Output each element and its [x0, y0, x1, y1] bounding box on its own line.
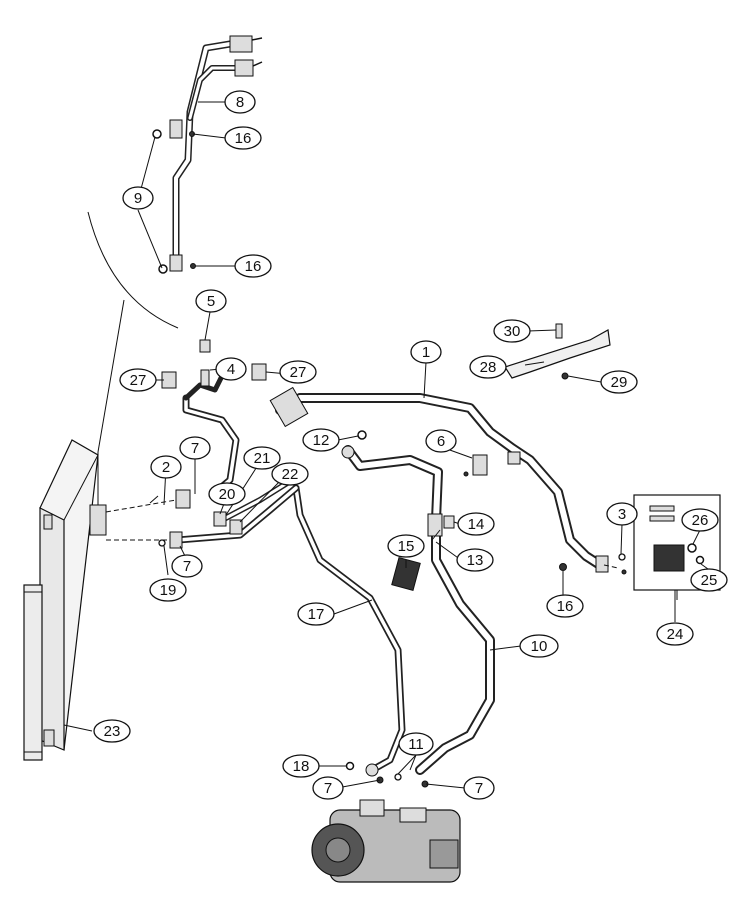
upper-line-assembly: [97, 35, 263, 505]
callout-7b: 7: [171, 554, 203, 578]
callout-13: 13: [456, 548, 494, 572]
svg-text:6: 6: [437, 433, 445, 450]
callout-16c: 16: [546, 594, 584, 618]
callout-27a: 27: [119, 368, 157, 392]
callout-15: 15: [387, 534, 425, 558]
svg-text:16: 16: [235, 130, 252, 147]
callout-9: 9: [122, 186, 154, 210]
svg-text:13: 13: [467, 552, 484, 569]
svg-text:3: 3: [618, 506, 626, 523]
nut-14: [443, 515, 455, 529]
svg-text:16: 16: [245, 258, 262, 275]
svg-text:30: 30: [504, 323, 521, 340]
cap-27b: [251, 363, 267, 381]
callout-7a: 7: [179, 436, 211, 460]
callout-21: 21: [243, 446, 281, 470]
callout-2: 2: [150, 455, 182, 479]
svg-text:26: 26: [692, 512, 709, 529]
callout-5: 5: [195, 289, 227, 313]
bracket-6: [472, 454, 488, 476]
callout-19: 19: [149, 578, 187, 602]
svg-text:22: 22: [282, 466, 299, 483]
svg-text:5: 5: [207, 293, 215, 310]
svg-text:7: 7: [183, 558, 191, 575]
callout-14: 14: [457, 512, 495, 536]
callout-30: 30: [493, 319, 531, 343]
svg-text:7: 7: [475, 780, 483, 797]
svg-text:2: 2: [162, 459, 170, 476]
svg-text:24: 24: [667, 626, 684, 643]
callout-26: 26: [681, 508, 719, 532]
svg-text:18: 18: [293, 758, 310, 775]
detail-separator-arc: [87, 211, 179, 329]
ac-compressor: [311, 799, 461, 883]
svg-text:4: 4: [227, 361, 235, 378]
svg-text:1: 1: [422, 344, 430, 361]
callouts: 1 2 3 4 5 6 7 7 7 7 8 9 10 11 12 13 14 1…: [93, 90, 728, 800]
callout-8: 8: [224, 90, 256, 114]
callout-17: 17: [297, 602, 335, 626]
leader-lines: [63, 101, 709, 789]
oring-12: [357, 430, 367, 440]
callout-6: 6: [425, 429, 457, 453]
svg-text:14: 14: [468, 516, 485, 533]
callout-29: 29: [600, 370, 638, 394]
callout-22: 22: [271, 462, 309, 486]
svg-text:27: 27: [130, 372, 147, 389]
svg-text:17: 17: [308, 606, 325, 623]
callout-10: 10: [519, 634, 559, 658]
svg-text:16: 16: [557, 598, 574, 615]
callout-12: 12: [302, 428, 340, 452]
hose-1: [269, 386, 609, 573]
svg-text:7: 7: [191, 440, 199, 457]
callout-3: 3: [606, 502, 638, 526]
callout-23: 23: [93, 719, 131, 743]
nut-16c: [559, 563, 567, 571]
svg-text:15: 15: [398, 538, 415, 555]
bracket-28: [504, 323, 611, 380]
callout-20: 20: [208, 482, 246, 506]
callout-7d: 7: [463, 776, 495, 800]
hose-17: [292, 484, 406, 777]
callout-7c: 7: [312, 776, 344, 800]
svg-text:29: 29: [611, 374, 628, 391]
svg-text:7: 7: [324, 780, 332, 797]
callout-16a: 16: [224, 126, 262, 150]
svg-text:19: 19: [160, 582, 177, 599]
callout-16b: 16: [234, 254, 272, 278]
svg-text:9: 9: [134, 190, 142, 207]
svg-text:8: 8: [236, 94, 244, 111]
small-parts: [158, 339, 627, 788]
svg-text:25: 25: [701, 572, 718, 589]
bolt-30: [555, 323, 563, 339]
receiver-drier: [23, 584, 43, 761]
condenser: [23, 439, 107, 761]
callout-28: 28: [469, 355, 507, 379]
svg-text:10: 10: [531, 638, 548, 655]
svg-text:12: 12: [313, 432, 330, 449]
port-4: [200, 369, 210, 387]
hose-10: [341, 445, 495, 775]
svg-text:28: 28: [480, 359, 497, 376]
callout-27b: 27: [279, 360, 317, 384]
callout-4: 4: [215, 357, 247, 381]
callout-11: 11: [398, 732, 434, 756]
sensor-15: [391, 557, 421, 591]
svg-text:11: 11: [408, 736, 424, 753]
svg-text:23: 23: [104, 723, 121, 740]
callout-1: 1: [410, 340, 442, 364]
svg-text:20: 20: [219, 486, 236, 503]
callout-25: 25: [690, 568, 728, 592]
callout-18: 18: [282, 754, 320, 778]
svg-text:27: 27: [290, 364, 307, 381]
callout-24: 24: [656, 622, 694, 646]
svg-text:21: 21: [254, 450, 271, 467]
valve-core-5: [199, 339, 211, 353]
nut-29: [561, 372, 569, 380]
cap-27a: [161, 371, 177, 389]
